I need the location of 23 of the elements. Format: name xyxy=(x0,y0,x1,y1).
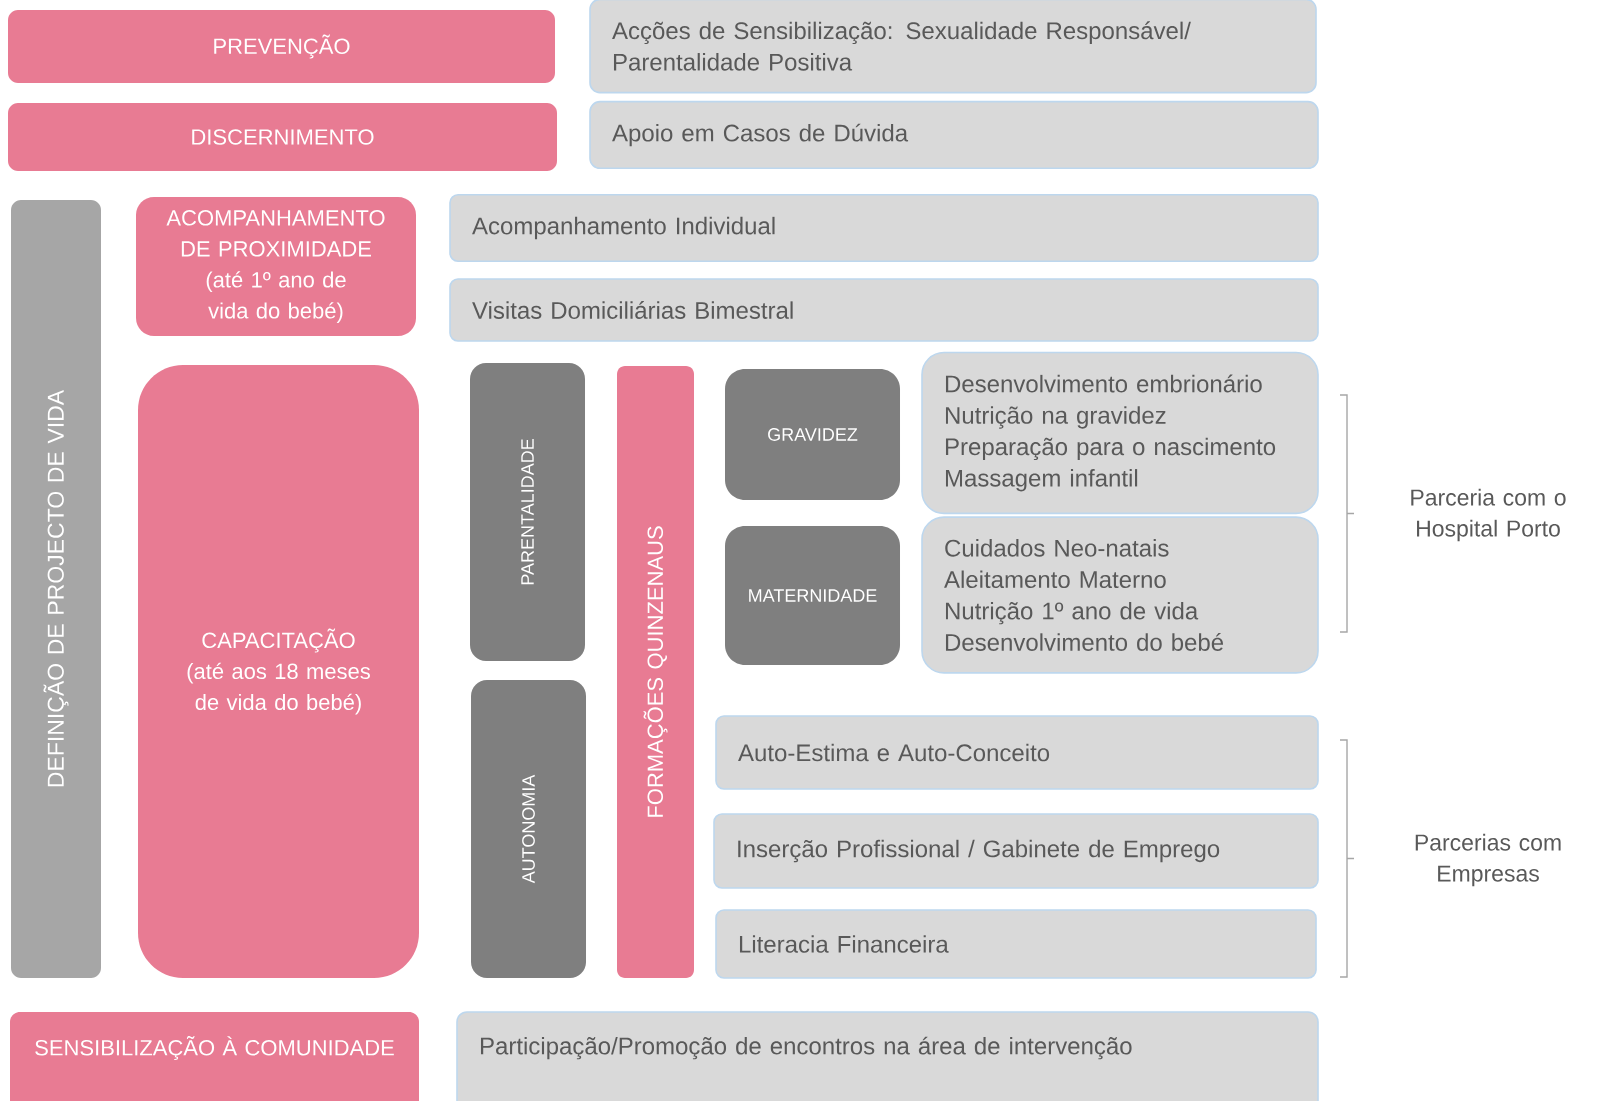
vertical-band: PARENTALIDADE xyxy=(470,363,585,661)
activity-box: Inserção Profissional / Gabinete de Emprego xyxy=(713,813,1319,889)
activity-box: Acções de Sensibilização: Sexualidade Responsável/ Parentalidade Positiva xyxy=(589,0,1317,94)
heading-box: DISCERNIMENTO xyxy=(8,103,557,171)
vertical-band: FORMAÇÕES QUINZENAUS xyxy=(617,366,694,978)
activity-box: Auto-Estima e Auto-Conceito xyxy=(715,715,1319,790)
topic-box: MATERNIDADE xyxy=(725,526,900,665)
heading-box: ACOMPANHAMENTO DE PROXIMIDADE (até 1º ano de vida do bebé) xyxy=(136,197,416,336)
vertical-band: AUTONOMIA xyxy=(471,680,586,978)
activity-box: Apoio em Casos de Dúvida xyxy=(589,100,1319,170)
topic-list-box: Desenvolvimento embrionário Nutrição na gravidez Preparação para o nascimento Massagem infantil xyxy=(921,351,1319,515)
vertical-band: DEFINIÇÃO DE PROJECTO DE VIDA xyxy=(11,200,101,978)
heading-box: CAPACITAÇÃO (até aos 18 meses de vida do bebé) xyxy=(138,365,419,978)
topic-list-box: Cuidados Neo-natais Aleitamento Materno Nutrição 1º ano de vida Desenvolvimento do bebé xyxy=(921,516,1319,674)
activity-box: Visitas Domiciliárias Bimestral xyxy=(449,278,1319,342)
topic-box: GRAVIDEZ xyxy=(725,369,900,500)
activity-box: Participação/Promoção de encontros na área de intervenção xyxy=(456,1011,1319,1101)
partner-note: Parceria com o Hospital Porto xyxy=(1411,488,1566,542)
activity-box: Acompanhamento Individual xyxy=(449,194,1319,262)
heading-box: PREVENÇÃO xyxy=(8,10,555,83)
heading-box: SENSIBILIZAÇÃO À COMUNIDADE xyxy=(10,1012,419,1101)
activity-box: Literacia Financeira xyxy=(715,909,1317,979)
partner-note: Parcerias com Empresas xyxy=(1415,833,1561,887)
